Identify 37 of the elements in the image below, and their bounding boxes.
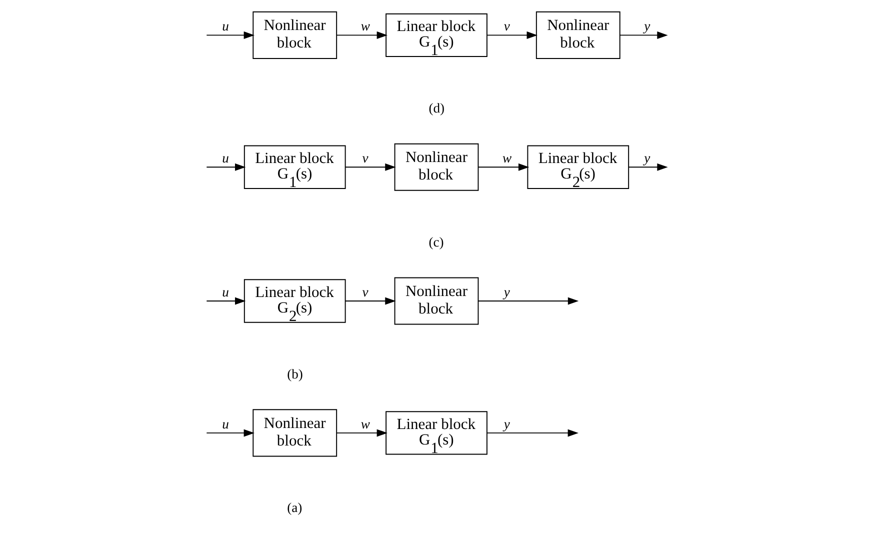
arrow [206, 429, 254, 437]
node-box: Nonlinear block [394, 277, 479, 325]
node-box: Nonlinear block [394, 143, 479, 191]
arrow [206, 31, 254, 39]
edge-label: y [504, 416, 510, 432]
edge-label: w [502, 150, 512, 166]
node-box: Nonlinear block [252, 409, 338, 457]
arrow [345, 297, 396, 305]
edge-label: y [644, 18, 650, 34]
edge-label: w [360, 18, 370, 34]
label: (c) [428, 234, 444, 250]
arrow [206, 297, 246, 305]
edge-label: v [362, 150, 368, 166]
edge-label: w [360, 416, 370, 432]
arrow [478, 297, 579, 305]
edge-label: u [222, 416, 229, 432]
edge-label: u [222, 284, 229, 300]
edge-label: v [504, 18, 510, 34]
edge-label: y [644, 150, 650, 166]
edge-label: u [222, 150, 229, 166]
label: (a) [287, 500, 302, 516]
arrow [206, 163, 246, 171]
arrow [628, 163, 668, 171]
arrow [345, 163, 396, 171]
arrow [619, 31, 668, 39]
node-box: Nonlinear block [252, 11, 338, 59]
arrow [478, 163, 530, 171]
label: (b) [287, 366, 303, 382]
label: (d) [428, 100, 445, 116]
edge-label: y [504, 284, 510, 300]
node-box: Nonlinear block [536, 11, 620, 59]
arrow [336, 31, 388, 39]
edge-label: u [222, 18, 229, 34]
arrow [486, 31, 538, 39]
arrow [486, 429, 578, 437]
edge-label: v [362, 284, 368, 300]
arrow [336, 429, 388, 437]
